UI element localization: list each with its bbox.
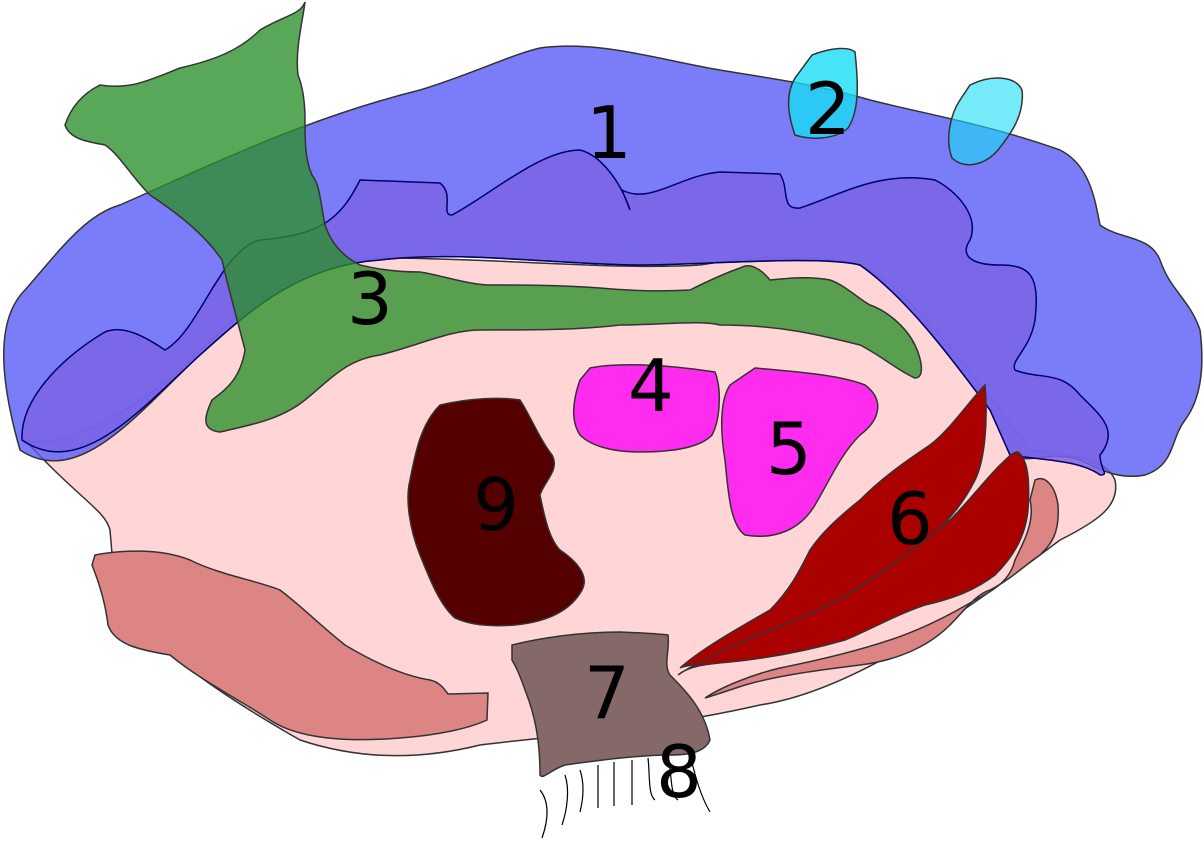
- region-2-blob-a: [787, 47, 859, 139]
- region-4: [572, 364, 721, 453]
- region-5: [720, 367, 879, 537]
- region-1-inner: [21, 149, 1110, 476]
- region-6-band: [704, 478, 1059, 699]
- label-7: 7: [584, 651, 630, 735]
- label-8: 8: [656, 730, 702, 814]
- region-3: [64, 1, 923, 433]
- lower-band-left: [91, 550, 489, 741]
- label-4: 4: [628, 344, 674, 428]
- region-6-muscle-b: [677, 451, 1030, 676]
- label-2: 2: [805, 67, 851, 151]
- label-9: 9: [473, 463, 519, 547]
- region-8-fibers: [539, 754, 711, 839]
- label-1: 1: [586, 91, 632, 175]
- region-7: [511, 631, 711, 777]
- label-3: 3: [347, 257, 393, 341]
- label-6: 6: [887, 477, 933, 561]
- label-5: 5: [766, 407, 812, 491]
- region-2-blob-b: [948, 77, 1024, 166]
- region-9: [407, 397, 585, 627]
